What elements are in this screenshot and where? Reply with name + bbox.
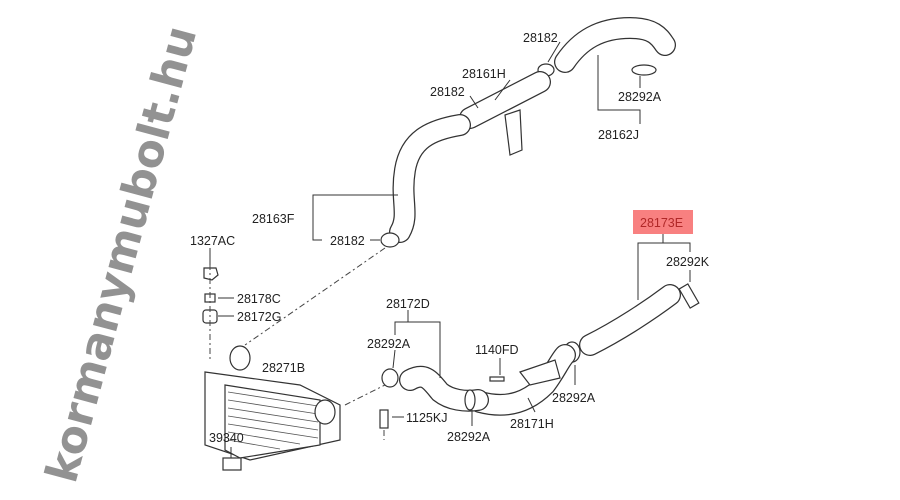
watermark: kormanymubolt.hu [36, 21, 207, 488]
nut-1327ac[interactable] [203, 267, 219, 281]
hose-28173e[interactable] [579, 284, 681, 356]
label-28178c[interactable]: 28178C [237, 292, 281, 306]
clamp-28292a-lower-mid[interactable] [464, 389, 476, 411]
label-39340[interactable]: 39340 [209, 431, 244, 445]
label-28173e[interactable]: 28173E [640, 216, 683, 230]
label-1125kj[interactable]: 1125KJ [406, 411, 447, 425]
clamp-28182-mid[interactable] [380, 232, 400, 248]
label-28292a-top[interactable]: 28292A [618, 90, 662, 104]
label-1327ac[interactable]: 1327AC [190, 234, 235, 248]
clamp-28292a-lower-left[interactable] [381, 368, 399, 388]
clamp-28292k[interactable] [678, 283, 700, 309]
pipe-28161h[interactable] [459, 71, 551, 156]
label-28292a-lower-left[interactable]: 28292A [367, 337, 411, 351]
label-28171h[interactable]: 28171H [510, 417, 554, 431]
intercooler-28271b[interactable] [204, 345, 341, 461]
bolt-1140fd[interactable] [489, 376, 505, 382]
bolt-1125kj[interactable] [379, 409, 389, 429]
label-28292a-lower-right[interactable]: 28292A [552, 391, 596, 405]
label-28163f[interactable]: 28163F [252, 212, 295, 226]
label-28172g[interactable]: 28172G [237, 310, 281, 324]
label-28161h[interactable]: 28161H [462, 67, 506, 81]
label-28271b[interactable]: 28271B [262, 361, 305, 375]
highlight-box-28173e [633, 210, 693, 234]
label-28182-upper-left[interactable]: 28182 [430, 85, 465, 99]
hose-28163f[interactable] [389, 114, 471, 243]
label-1140fd[interactable]: 1140FD [475, 343, 519, 357]
hose-28162j[interactable] [554, 16, 676, 73]
label-28182-top[interactable]: 28182 [523, 31, 558, 45]
label-28172d[interactable]: 28172D [386, 297, 430, 311]
label-28292a-lower-mid[interactable]: 28292A [447, 430, 491, 444]
label-28162j[interactable]: 28162J [598, 128, 639, 142]
label-28182-mid[interactable]: 28182 [330, 234, 365, 248]
sensor-39340[interactable] [222, 457, 242, 471]
label-28292k[interactable]: 28292K [666, 255, 710, 269]
clamp-28292a-top[interactable] [631, 64, 657, 76]
pipe-28171h[interactable] [469, 344, 576, 416]
